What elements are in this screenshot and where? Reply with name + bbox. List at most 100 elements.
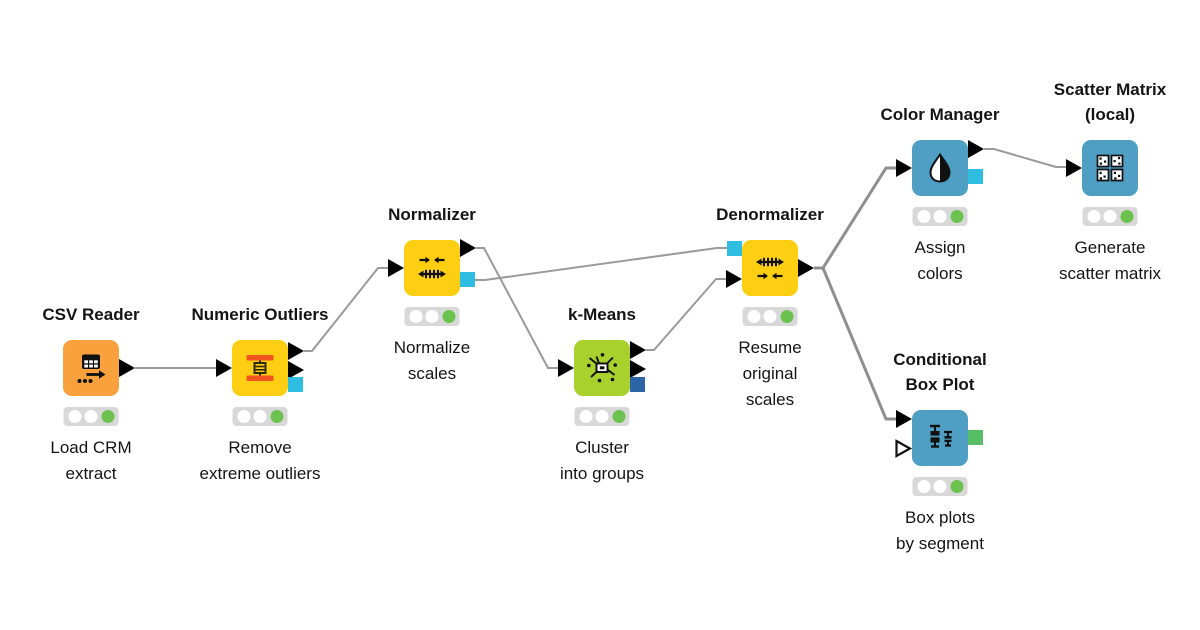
node-annotation: Load CRM extract	[50, 438, 132, 483]
input-port-data[interactable]	[216, 359, 232, 377]
output-port-data-2[interactable]	[630, 360, 646, 378]
input-port-data[interactable]	[896, 410, 912, 428]
node-conditional-box-plot[interactable]: Conditional Box Plot	[893, 350, 986, 553]
node-title: k-Means	[567, 305, 637, 324]
output-port-data-2[interactable]	[288, 361, 304, 379]
status-light-yellow	[595, 410, 609, 423]
node-status-traffic-light	[63, 407, 119, 426]
cluster-starburst-icon	[587, 353, 617, 383]
node-status-traffic-light	[742, 307, 798, 326]
node-title: Numeric Outliers	[191, 305, 329, 324]
status-light-red	[917, 210, 930, 223]
output-port-data[interactable]	[119, 359, 135, 377]
node-title: Denormalizer	[716, 205, 824, 224]
input-port-optional[interactable]	[895, 439, 912, 458]
node-status-traffic-light	[912, 477, 968, 496]
node-annotation: Remove extreme outliers	[199, 438, 321, 483]
input-port-data[interactable]	[558, 359, 574, 377]
status-light-yellow	[1103, 210, 1117, 223]
outlier-bars-icon	[246, 355, 274, 381]
output-port-data[interactable]	[630, 341, 646, 359]
connection-normalizer-k-means[interactable]	[476, 247, 558, 369]
node-title: Normalizer	[388, 205, 476, 224]
normalize-scale-icon	[418, 256, 446, 279]
output-port-cluster-model[interactable]	[630, 377, 645, 392]
connection-normalizer-denormalizer-model[interactable]	[475, 247, 727, 281]
node-body-k-means[interactable]	[574, 340, 630, 396]
node-numeric-outliers[interactable]: Numeric Outliers Remove extreme outliers	[192, 305, 329, 483]
node-normalizer[interactable]: Normalizer Normalize sc	[388, 205, 476, 383]
node-annotation: Generate scatter matrix	[1058, 238, 1162, 283]
node-status-traffic-light	[912, 207, 968, 226]
status-light-red	[917, 480, 930, 493]
connection-numeric-outliers-normalizer[interactable]	[304, 267, 388, 352]
status-light-red	[237, 410, 250, 423]
denormalize-scale-icon	[756, 257, 784, 280]
output-port-model[interactable]	[460, 272, 475, 287]
status-light-green	[950, 480, 963, 493]
status-light-yellow	[763, 310, 777, 323]
output-port-data[interactable]	[968, 140, 984, 158]
node-body-scatter-matrix[interactable]	[1082, 140, 1138, 196]
node-annotation: Box plots by segment	[896, 508, 984, 553]
status-light-red	[747, 310, 760, 323]
node-denormalizer[interactable]: Denormalizer Resume ori	[716, 205, 824, 409]
node-body-normalizer[interactable]	[404, 240, 460, 296]
status-light-green	[612, 410, 625, 423]
status-light-green	[1120, 210, 1133, 223]
csv-table-icon	[77, 354, 106, 383]
node-status-traffic-light	[1082, 207, 1138, 226]
node-body-conditional-box-plot[interactable]	[912, 410, 968, 466]
input-port-model[interactable]	[727, 241, 742, 256]
connection-denormalizer-conditional-box-plot[interactable]	[814, 266, 896, 421]
input-port-data[interactable]	[388, 259, 404, 277]
node-k-means[interactable]: k-Means	[558, 305, 646, 483]
output-port-color-model[interactable]	[968, 169, 983, 184]
node-title: Scatter Matrix (local)	[1053, 80, 1167, 124]
node-status-traffic-light	[404, 307, 460, 326]
status-light-yellow	[933, 480, 947, 493]
status-light-red	[409, 310, 422, 323]
node-title: Color Manager	[880, 105, 1000, 124]
node-body-csv-reader[interactable]	[63, 340, 119, 396]
scatter-matrix-icon	[1096, 154, 1124, 182]
node-color-manager[interactable]: Color Manager Assign colors	[880, 105, 999, 283]
status-light-green	[780, 310, 793, 323]
node-annotation: Normalize scales	[393, 338, 471, 383]
status-light-yellow	[253, 410, 267, 423]
output-port-model[interactable]	[288, 377, 303, 392]
status-light-yellow	[425, 310, 439, 323]
status-light-red	[68, 410, 81, 423]
output-port-data[interactable]	[288, 342, 304, 360]
status-light-green	[101, 410, 114, 423]
output-port-data[interactable]	[798, 259, 814, 277]
input-port-data[interactable]	[726, 270, 742, 288]
node-annotation: Resume original scales	[738, 338, 802, 409]
input-port-data[interactable]	[896, 159, 912, 177]
status-light-yellow	[84, 410, 98, 423]
node-body-color-manager[interactable]	[912, 140, 968, 196]
node-scatter-matrix[interactable]: Scatter Matrix (local)	[1054, 80, 1166, 283]
status-light-yellow	[933, 210, 947, 223]
status-light-green	[442, 310, 455, 323]
node-body-numeric-outliers[interactable]	[232, 340, 288, 396]
node-annotation: Assign colors	[914, 238, 966, 283]
connection-k-means-denormalizer[interactable]	[646, 278, 726, 351]
node-body-denormalizer[interactable]	[742, 240, 798, 296]
node-title: Conditional Box Plot	[893, 350, 987, 394]
node-annotation: Cluster into groups	[559, 438, 645, 483]
status-light-red	[579, 410, 592, 423]
node-csv-reader[interactable]: CSV Reader Load CRM extract	[42, 305, 139, 483]
status-light-red	[1087, 210, 1100, 223]
node-status-traffic-light	[232, 407, 288, 426]
box-plot-icon	[930, 424, 952, 448]
color-droplet-icon	[929, 152, 951, 183]
node-status-traffic-light	[574, 407, 630, 426]
output-port-data[interactable]	[460, 239, 476, 257]
status-light-green	[270, 410, 283, 423]
input-port-data[interactable]	[1066, 159, 1082, 177]
output-port-image[interactable]	[968, 430, 983, 445]
connection-color-manager-scatter-matrix[interactable]	[984, 148, 1066, 168]
